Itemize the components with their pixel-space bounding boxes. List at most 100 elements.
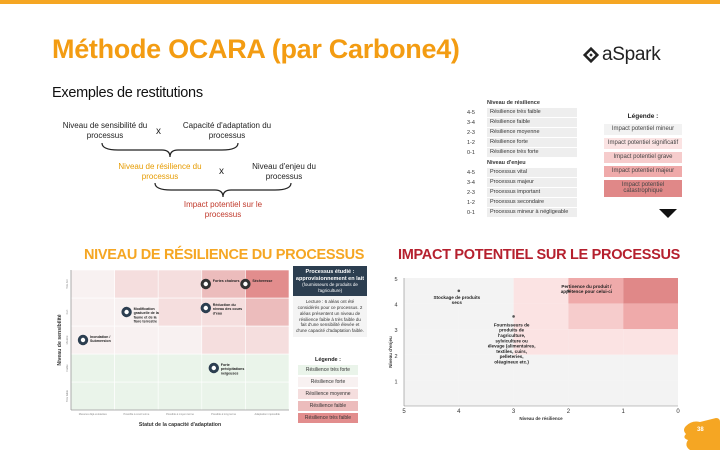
impact-legend-heading: Légende :	[627, 113, 659, 120]
process-info-title: Processus étudié : approvisionnement en …	[293, 266, 367, 296]
process-info-panel: Processus étudié : approvisionnement en …	[293, 266, 367, 338]
stake-table-range: 1-2	[467, 199, 475, 206]
x-tick-label: 0	[676, 409, 680, 415]
y-tick-label: Très fort	[65, 279, 69, 289]
impact-legend-item: Impact potentiel majeur	[604, 165, 682, 177]
x-axis-label: Niveau de résilience	[519, 416, 563, 420]
formula-times-1: x	[156, 126, 161, 137]
stake-table-label: Processus majeur	[487, 178, 577, 187]
heatmap-cell	[245, 269, 290, 299]
heatmap-cell	[201, 381, 246, 411]
formula-stake: Niveau d'enjeu du processus	[252, 162, 316, 181]
process-info-title-sub: (fournisseurs de produits de l'agricultu…	[302, 282, 358, 293]
impact-legend-item: Impact potentiel mineur	[604, 124, 682, 135]
impact-cell	[623, 278, 678, 304]
x-tick-label: Possible à moyen terme	[166, 412, 194, 416]
resilience-table-range: 1-2	[467, 139, 475, 146]
resilience-table-heading: Niveau de résilience	[487, 100, 540, 106]
stake-table-label: Processus vital	[487, 168, 577, 177]
impact-cell	[623, 329, 678, 355]
x-tick-label: Possible à long terme	[211, 412, 236, 416]
resilience-table-range: 0-1	[467, 149, 475, 156]
stake-table-range: 0-1	[467, 209, 475, 216]
x-tick-label: 1	[622, 409, 626, 415]
page-number: 38	[697, 427, 704, 433]
y-tick-label: 2	[394, 354, 397, 360]
resilience-table-label: Résilience moyenne	[487, 128, 577, 137]
y-tick-label: 5	[394, 277, 397, 283]
stake-table-range: 4-5	[467, 169, 475, 176]
heatmap-cell	[157, 325, 203, 355]
impact-cell	[458, 380, 514, 406]
impact-cell	[513, 354, 569, 381]
x-tick-label: 5	[402, 409, 406, 415]
impact-cell	[404, 303, 459, 330]
formula-sensitivity: Niveau de sensibilité du processus	[62, 121, 148, 140]
x-tick-label: Adaptation impossible	[255, 412, 281, 416]
heatmap-cell	[245, 297, 290, 327]
hazard-label: Inondation /Submersion	[90, 335, 111, 343]
brace-2	[154, 182, 292, 198]
formula-impact: Impact potentiel sur le processus	[183, 200, 263, 219]
x-axis-label: Statut de la capacité d'adaptation	[139, 422, 221, 428]
impact-cell	[513, 278, 569, 304]
point-marker	[567, 289, 570, 293]
heatmap-cell	[157, 353, 203, 383]
stake-table-range: 3-4	[467, 179, 475, 186]
impact-cell	[458, 329, 514, 355]
resilience-table-range: 4-5	[467, 109, 475, 116]
y-tick-label: Fort	[65, 309, 69, 314]
heatmap-cell	[245, 353, 290, 383]
heatmap-cell	[70, 269, 115, 299]
x-tick-label: 2	[567, 409, 571, 415]
formula-times-2: x	[219, 166, 224, 177]
impact-cell	[404, 329, 459, 355]
resilience-table-row: 4-5 Résilience très faible	[461, 108, 577, 118]
heatmap-point: Fortes chaleurs	[200, 278, 240, 290]
resilience-table-label: Résilience très faible	[487, 108, 577, 117]
impact-section-heading: IMPACT POTENTIEL SUR LE PROCESSUS	[398, 247, 681, 263]
resilience-legend-item: Résilience très forte	[298, 365, 358, 375]
arrow-down-icon	[659, 209, 677, 218]
resilience-table-range: 3-4	[467, 119, 475, 126]
stake-table-label: Processus secondaire	[487, 198, 577, 207]
resilience-legend-item: Résilience très faible	[298, 413, 358, 423]
heatmap-cell	[157, 269, 203, 299]
heatmap-point: Inondation /Submersion	[77, 334, 111, 346]
resilience-table-label: Résilience forte	[487, 138, 577, 147]
resilience-legend-heading: Légende :	[315, 357, 341, 363]
page-title: Méthode OCARA (par Carbone4)	[52, 34, 460, 64]
stake-table-row: 1-2 Processus secondaire	[461, 198, 577, 208]
aspark-logo-icon	[582, 46, 600, 64]
heatmap-cell	[157, 381, 203, 411]
resilience-table-row: 1-2 Résilience forte	[461, 138, 577, 148]
impact-cell	[568, 278, 624, 304]
y-tick-label: 3	[394, 328, 397, 334]
heatmap-cell	[70, 353, 115, 383]
formula-adaptation: Capacité d'adaptation du processus	[182, 121, 272, 140]
heatmap-cell	[157, 297, 203, 327]
heatmap-cell	[70, 297, 115, 327]
impact-cell	[404, 278, 459, 304]
point-marker	[512, 315, 515, 318]
heatmap-point: Sécheresse	[240, 278, 272, 290]
x-tick-label: 4	[457, 409, 461, 415]
impact-cell	[568, 380, 624, 406]
impact-legend-item: Impact potentiel grave	[604, 151, 682, 163]
resilience-legend-item: Résilience moyenne	[298, 389, 358, 399]
heatmap-cell	[245, 325, 290, 355]
